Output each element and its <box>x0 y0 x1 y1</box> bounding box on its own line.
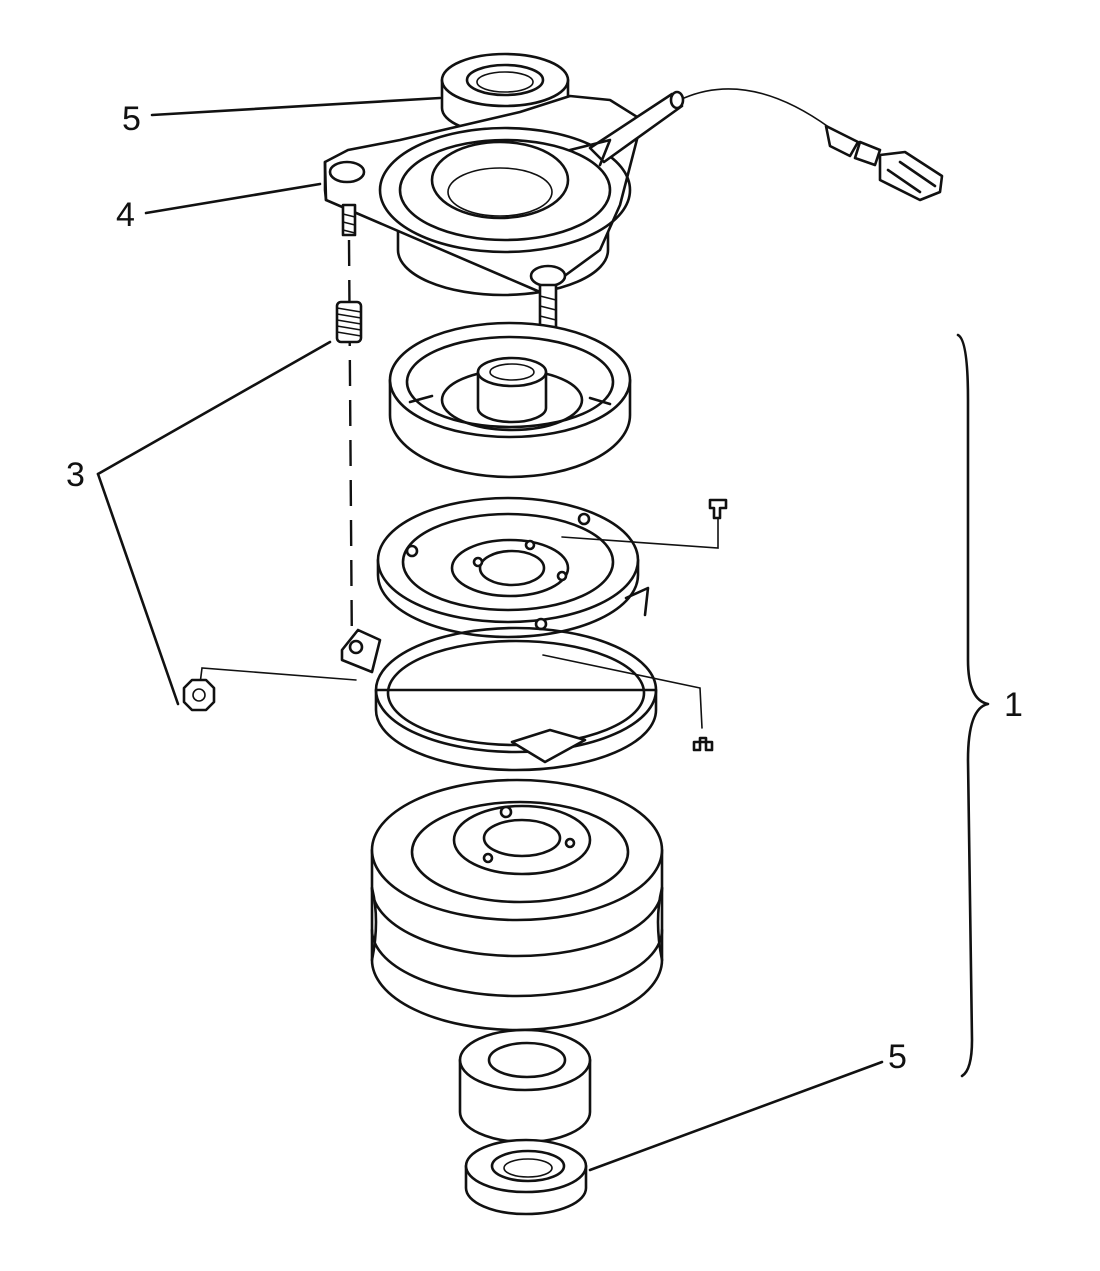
nut <box>182 678 216 712</box>
wire-connector <box>683 88 944 202</box>
top-bearing <box>440 52 570 136</box>
assembly-brace <box>956 333 990 1078</box>
brake-bracket <box>340 586 658 772</box>
spacer <box>458 1028 592 1144</box>
callout-4: 4 <box>116 196 135 234</box>
plate-screws <box>542 498 728 752</box>
nut-leader <box>199 667 357 685</box>
callout-3: 3 <box>66 456 85 494</box>
pulley <box>370 778 664 1032</box>
bottom-bearing <box>464 1138 588 1216</box>
armature-plate <box>376 496 640 639</box>
callout-5-bottom: 5 <box>888 1038 907 1076</box>
field-coil-housing <box>323 90 685 297</box>
leader-lines <box>96 96 884 1172</box>
alignment-line <box>347 239 354 661</box>
callout-1: 1 <box>1004 686 1023 724</box>
callout-5-top: 5 <box>122 100 141 138</box>
spring <box>335 300 363 344</box>
rotor <box>388 321 632 479</box>
housing-stud <box>341 203 357 237</box>
